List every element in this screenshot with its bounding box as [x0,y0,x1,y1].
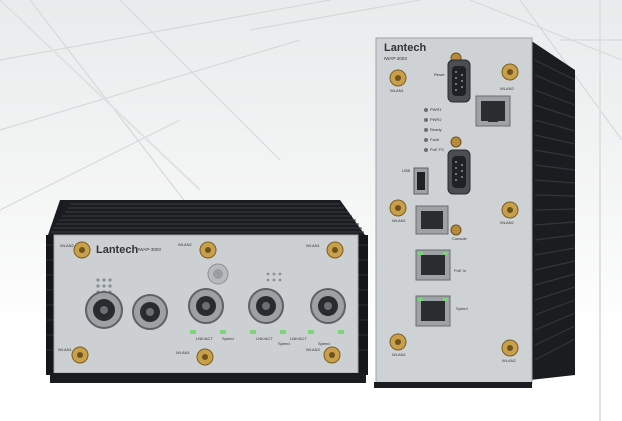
left-lnk-act-label: LNK/ACT [256,336,273,341]
left-model-label: IWAP-3003 [138,247,161,252]
right-console-port [415,205,449,235]
right-antenna-connector [501,63,519,81]
left-speed-label: Speed [318,341,330,346]
left-speed-label: Speed [278,341,290,346]
right-led-label-pwr2: PWR2 [430,117,442,122]
right-antenna-connector [389,333,407,351]
right-antenna-connector [501,339,519,357]
right-led-label-fault: Fault [430,137,439,142]
right-reset-label: Reset [434,72,445,77]
left-status-led [190,330,344,334]
right-serial-port [447,149,471,195]
right-usb-port [413,167,429,195]
left-lnk-act-label: LNK/ACT [290,336,307,341]
right-wlan-label: WLAN1 [392,218,406,223]
left-wlan-label: WLAN2 [178,242,192,247]
left-antenna-connector [71,346,89,364]
right-antenna-connector [389,69,407,87]
right-usb-label: USB [402,168,411,173]
left-wlan-label: WLAN1 [306,243,320,248]
right-antenna-connector [501,201,519,219]
left-antenna-connector [73,241,91,259]
right-device [374,37,576,388]
left-m12-connector [85,291,123,329]
right-model-label: IWAP-3003 [384,56,407,61]
right-console-label: Console [452,236,467,241]
right-led-label-poe-fs: PoE FS [430,147,444,152]
right-wlan-label: WLAN2 [502,358,516,363]
left-lnk-act-label: LNK/ACT [196,336,213,341]
right-wlan-label: WLAN1 [392,352,406,357]
left-brand-logo: Lantech [96,244,139,256]
left-antenna-connector [196,348,214,366]
right-wlan-label: WLAN2 [500,220,514,225]
right-led-column [424,108,428,152]
right-wlan-label: WLAN1 [390,88,404,93]
left-m12-connector [132,294,168,330]
right-rj45-port [475,95,511,127]
right-speed-label: Speed [456,306,468,311]
left-m12-connector [188,288,224,324]
left-m12-connector [248,288,284,324]
left-wlan-label: WLAN2 [60,243,74,248]
right-wlan-label: WLAN2 [500,86,514,91]
left-antenna-connector [323,346,341,364]
right-poe-in-label: PoE In [454,268,467,273]
right-base [374,382,532,388]
right-screw [450,224,462,236]
left-heatsink [48,200,365,235]
left-antenna-connector [199,241,217,259]
left-speed-label: Speed [222,336,234,341]
left-wlan-label: WLAN1 [58,347,72,352]
left-antenna-connector [326,241,344,259]
right-ethernet-port [415,295,451,327]
left-base [50,373,366,383]
right-brand-logo: Lantech [384,42,427,54]
left-m12-connector [310,288,346,324]
left-wlan-label: WLAN1 [176,350,190,355]
right-poe-in-port [415,249,451,281]
left-wlan-label: WLAN3 [306,347,320,352]
right-serial-port [447,59,471,103]
right-screw [450,136,462,148]
right-led-label-pwr1: PWR1 [430,107,442,112]
right-antenna-connector [389,199,407,217]
right-led-label-ready: Ready [430,127,442,132]
left-device [46,200,368,383]
